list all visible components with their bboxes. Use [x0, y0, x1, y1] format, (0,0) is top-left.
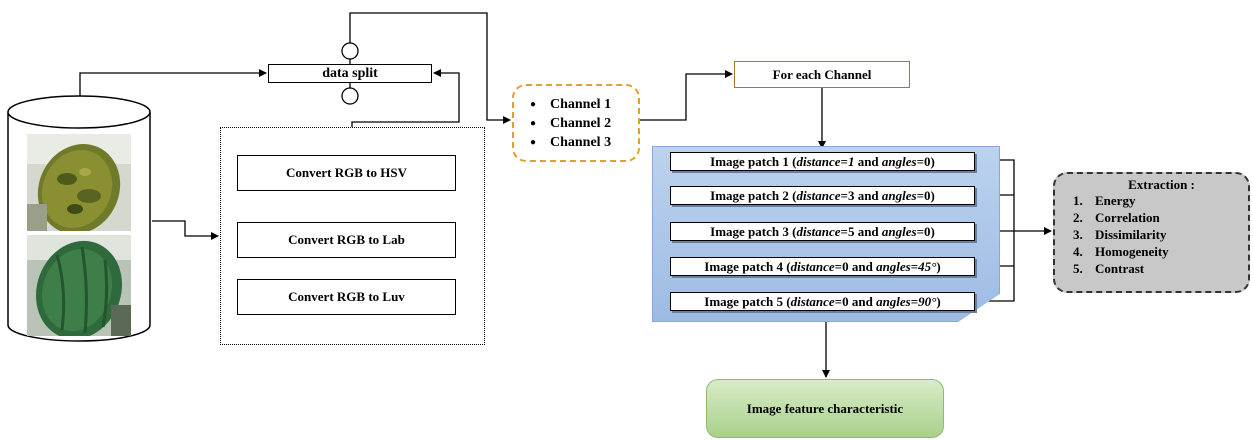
- extraction-item: 5. Contrast: [1073, 261, 1248, 278]
- distance-value: 0: [842, 258, 849, 274]
- for-each-channel-box: For each Channel: [734, 61, 910, 88]
- bullet-icon: ●: [530, 137, 537, 148]
- extraction-box: Extraction : 1. Energy 2. Correlation 3. Di…: [1053, 172, 1250, 293]
- angle-value: 90°: [918, 293, 937, 309]
- angle-key: angles: [876, 258, 911, 274]
- extraction-label: Homogeneity: [1095, 244, 1169, 259]
- distance-value: 5: [847, 223, 855, 239]
- data-split-label: data split: [322, 65, 378, 81]
- extraction-item: 4. Homogeneity: [1073, 244, 1248, 261]
- extraction-label: Dissimilarity: [1095, 227, 1167, 242]
- extraction-num: 1.: [1073, 193, 1083, 208]
- distance-key: distance: [790, 293, 835, 309]
- image-patch-1: Image patch 1 (distance=1 and angles=0): [670, 152, 975, 171]
- patch-name: Image patch 5: [704, 293, 784, 309]
- angle-value: 0: [924, 223, 931, 239]
- extraction-item: 3. Dissimilarity: [1073, 227, 1248, 244]
- distance-value: 3: [847, 187, 855, 203]
- patch-and: and: [851, 258, 873, 274]
- distance-key: distance: [796, 187, 841, 203]
- extraction-label: Contrast: [1095, 261, 1145, 276]
- angle-key: angles: [876, 293, 911, 309]
- distance-key: distance: [796, 153, 841, 169]
- bullet-icon: ●: [530, 118, 537, 129]
- angle-value: 0: [924, 187, 931, 203]
- convert-lab-box: Convert RGB to Lab: [237, 222, 456, 258]
- cocoa-pod-photo-diseased: [27, 134, 131, 231]
- bullet-icon: ●: [530, 99, 537, 110]
- patch-and: and: [857, 153, 879, 169]
- channel-list-box: ● Channel 1 ● Channel 2 ● Channel 3: [512, 84, 640, 162]
- color-conversion-group: [220, 127, 485, 345]
- cocoa-pod-photo-healthy: [27, 235, 131, 336]
- output-label: Image feature characteristic: [746, 400, 904, 416]
- convert-hsv-box: Convert RGB to HSV: [237, 155, 456, 191]
- angle-value: 45°: [918, 258, 937, 274]
- extraction-num: 2.: [1073, 210, 1083, 225]
- extraction-item: 1. Energy: [1073, 193, 1248, 210]
- patch-and: and: [851, 293, 873, 309]
- image-patch-4: Image patch 4 (distance=0 and angles=45°…: [670, 257, 975, 276]
- distance-key: distance: [790, 258, 835, 274]
- patch-name: Image patch 4: [704, 258, 784, 274]
- extraction-num: 3.: [1073, 227, 1083, 242]
- for-each-label: For each Channel: [772, 66, 872, 82]
- distance-value: 1: [847, 153, 855, 169]
- channel-label: Channel 2: [550, 115, 612, 131]
- image-patch-5: Image patch 5 (distance=0 and angles=90°…: [670, 292, 975, 311]
- extraction-title: Extraction :: [1128, 177, 1195, 192]
- convert-lab-label: Convert RGB to Lab: [288, 232, 405, 247]
- extraction-item: 2. Correlation: [1073, 210, 1248, 227]
- patch-and: and: [857, 187, 879, 203]
- data-split-box: data split: [268, 64, 432, 83]
- convert-hsv-label: Convert RGB to HSV: [286, 165, 407, 180]
- image-patch-2: Image patch 2 (distance=3 and angles=0): [670, 186, 975, 205]
- extraction-list: 1. Energy 2. Correlation 3. Dissimilarity 4…: [1055, 193, 1248, 278]
- convert-luv-box: Convert RGB to Luv: [237, 279, 456, 315]
- image-feature-output-box: Image feature characteristic: [706, 379, 944, 438]
- angle-key: angles: [881, 187, 917, 203]
- extraction-label: Correlation: [1095, 210, 1160, 225]
- channel-label: Channel 3: [550, 134, 612, 150]
- angle-key: angles: [881, 153, 917, 169]
- distance-key: distance: [796, 223, 841, 239]
- extraction-num: 5.: [1073, 261, 1083, 276]
- image-patch-3: Image patch 3 (distance=5 and angles=0): [670, 222, 975, 241]
- extraction-num: 4.: [1073, 244, 1083, 259]
- angle-value: 0: [924, 153, 931, 169]
- channel-item: ● Channel 1: [530, 95, 638, 114]
- convert-luv-label: Convert RGB to Luv: [288, 289, 405, 304]
- channel-label: Channel 1: [550, 96, 612, 112]
- distance-value: 0: [842, 293, 849, 309]
- angle-key: angles: [881, 223, 917, 239]
- channel-item: ● Channel 3: [530, 133, 638, 152]
- patch-name: Image patch 2: [710, 187, 789, 203]
- patch-name: Image patch 1: [710, 153, 789, 169]
- patch-and: and: [857, 223, 879, 239]
- channel-item: ● Channel 2: [530, 114, 638, 133]
- extraction-label: Energy: [1095, 193, 1136, 208]
- patch-name: Image patch 3: [710, 223, 789, 239]
